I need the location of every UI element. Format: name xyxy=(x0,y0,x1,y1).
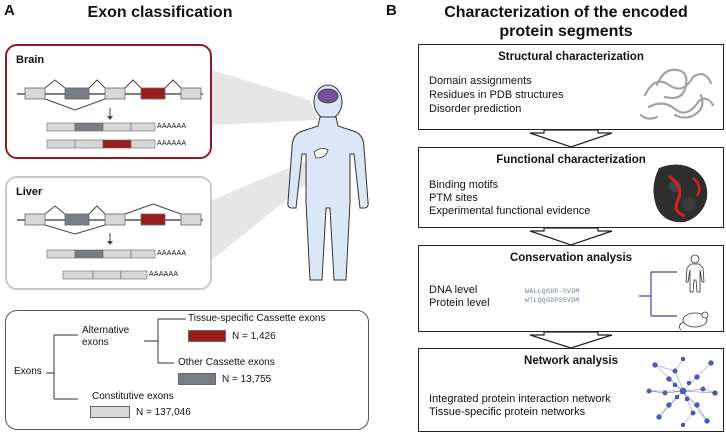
brain-label: Brain xyxy=(16,54,45,66)
stage-title: Network analysis xyxy=(524,355,618,367)
human-icon xyxy=(685,254,705,293)
stage-item: Binding motifs xyxy=(429,179,499,191)
brain-gene-diagram xyxy=(17,79,203,149)
tree-other-cassette: Other Cassette exons xyxy=(178,357,275,368)
poly-a-tail: AAAAAA xyxy=(157,140,187,147)
liver-icon xyxy=(313,148,329,159)
network-graph-icon xyxy=(646,356,718,428)
species-icons xyxy=(639,254,709,331)
tissue-specific-count: N = 1,426 xyxy=(232,331,276,342)
stage-item: Residues in PDB structures xyxy=(429,89,564,101)
stage-item: Disorder prediction xyxy=(429,103,522,115)
panel-a-letter: A xyxy=(4,2,15,19)
other-cassette-swatch xyxy=(178,373,216,385)
sequence-mouse: WTLQQGDPSSVDM xyxy=(525,297,580,304)
stage-item: Domain assignments xyxy=(429,75,532,87)
mouse-icon xyxy=(679,311,709,331)
exon-constitutive xyxy=(180,87,202,100)
human-body-icon xyxy=(287,84,369,281)
stage-title: Structural characterization xyxy=(498,51,644,63)
poly-a-tail: AAAAAA xyxy=(157,250,187,257)
exon-tissue-specific xyxy=(140,87,166,100)
stage-structural: Structural characterization Domain assig… xyxy=(418,44,724,130)
stage-item: Tissue-specific protein networks xyxy=(429,406,586,418)
stage-conservation: Conservation analysis DNA level Protein … xyxy=(418,245,724,332)
brain-box: Brain AAAAAA AAAAAA xyxy=(5,44,212,159)
poly-a-tail: AAAAAA xyxy=(157,123,187,130)
constitutive-count: N = 137,046 xyxy=(136,407,191,418)
poly-a-tail: AAAAAA xyxy=(149,271,179,278)
stage-functional: Functional characterization Binding moti… xyxy=(418,147,724,228)
stage-item: DNA level xyxy=(429,284,478,296)
protein-structure-icon xyxy=(639,68,715,120)
tissue-specific-swatch xyxy=(188,330,226,342)
flow-arrow xyxy=(529,227,613,246)
stage-item: Experimental functional evidence xyxy=(429,205,591,217)
brain-icon xyxy=(317,88,339,104)
liver-label: Liver xyxy=(16,186,43,198)
flow-arrow xyxy=(529,129,613,148)
other-cassette-count: N = 13,755 xyxy=(222,374,272,385)
exon-tree-box: Exons Alternative exons Constitutive exo… xyxy=(5,310,369,430)
panel-b-title: Characterization of the encoded protein … xyxy=(444,4,688,40)
stage-item: Integrated protein interaction network xyxy=(429,393,611,405)
tree-constitutive-exons: Constitutive exons xyxy=(92,391,174,402)
panel-b-letter: B xyxy=(386,2,397,19)
stage-title: Conservation analysis xyxy=(509,252,633,264)
stage-title: Functional characterization xyxy=(496,154,646,166)
tree-alternative-exons: Alternative exons xyxy=(82,325,130,348)
liver-box: Liver AAAAAA AAAAAA xyxy=(5,176,212,290)
tree-root-exons: Exons xyxy=(14,366,42,377)
flow-arrow xyxy=(529,331,613,349)
stage-network: Network analysis Integrated protein inte… xyxy=(418,348,724,432)
exon-constitutive xyxy=(24,87,46,100)
tree-tissue-specific: Tissue-specific Cassette exons xyxy=(188,313,326,324)
exon-constitutive xyxy=(104,87,126,100)
stage-item: PTM sites xyxy=(429,192,478,204)
sequence-human: WALLQGDP-SVDM xyxy=(525,288,580,295)
stage-item: Protein level xyxy=(429,297,490,309)
constitutive-swatch xyxy=(90,406,130,418)
binding-surface-icon xyxy=(653,164,708,223)
panel-a-title: Exon classification xyxy=(87,4,233,21)
liver-gene-diagram xyxy=(17,203,203,280)
exon-tree-lines xyxy=(46,318,186,400)
brain-connector xyxy=(212,70,318,125)
exon-other-cassette xyxy=(64,87,90,100)
